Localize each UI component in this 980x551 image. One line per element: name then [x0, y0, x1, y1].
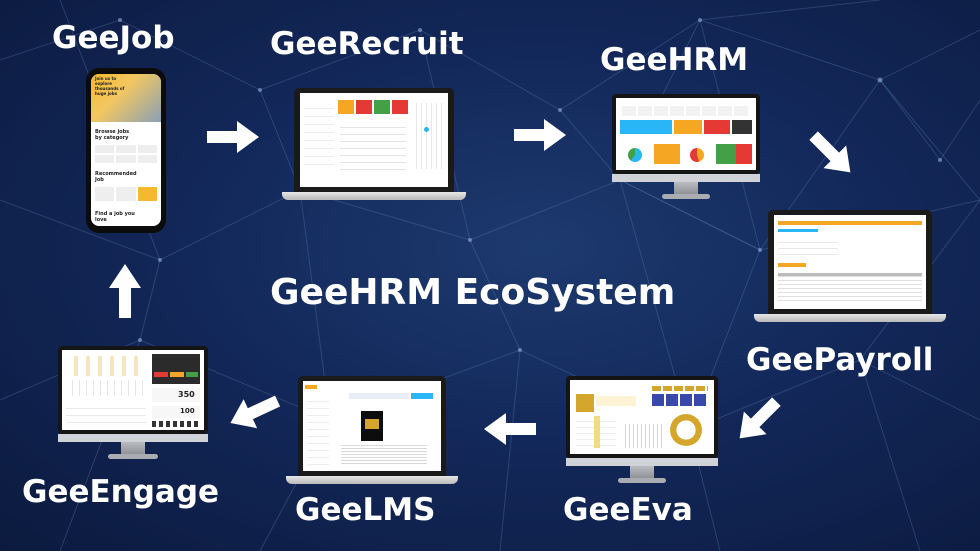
arrow-left-icon: [484, 413, 536, 445]
arrow-down-left-icon: [739, 397, 781, 439]
arrow-down-left-icon: [230, 395, 281, 429]
phone-job-grid: [91, 185, 161, 203]
arrow-up-icon: [109, 264, 141, 318]
geerecruit-screen: [300, 93, 448, 187]
phone-hero-image: Join us to explore thousands of huge job…: [91, 74, 161, 122]
phone-hero-text: Join us to explore thousands of huge job…: [95, 76, 125, 96]
geerecruit-laptop: [282, 88, 466, 206]
geeeva-label: GeeEva: [563, 492, 693, 528]
geepayroll-laptop: [754, 210, 946, 325]
geehrm-label: GeeHRM: [600, 42, 749, 78]
geelms-laptop: [286, 376, 458, 486]
phone-section-browse: Browse jobs by category: [95, 129, 130, 141]
geeengage-label: GeeEngage: [22, 474, 220, 510]
geeeva-screen: [570, 380, 714, 454]
geejob-phone: Join us to explore thousands of huge job…: [86, 68, 166, 233]
engage-stat-350: 350: [178, 390, 195, 399]
geehrm-screen: [616, 98, 756, 170]
geeengage-monitor: 350 100: [58, 346, 208, 464]
engage-stat-100: 100: [180, 407, 195, 415]
phone-category-grid: [91, 143, 161, 165]
geehrm-monitor: [612, 94, 760, 204]
arrow-right-icon: [207, 121, 259, 153]
arrow-right-icon: [514, 119, 566, 151]
geeengage-screen: 350 100: [62, 350, 204, 430]
phone-section-find: Find a job you love: [95, 211, 135, 223]
geelms-screen: [303, 381, 441, 471]
geeeva-monitor: [566, 376, 718, 488]
geepayroll-label: GeePayroll: [746, 342, 934, 378]
ecosystem-title: GeeHRM EcoSystem: [270, 272, 676, 313]
arrow-down-right-icon: [809, 131, 851, 173]
geelms-label: GeeLMS: [295, 492, 436, 528]
geerecruit-label: GeeRecruit: [270, 26, 464, 62]
phone-section-recommended: Recommended Job: [95, 171, 137, 183]
geejob-phone-screen: Join us to explore thousands of huge job…: [91, 74, 161, 226]
geejob-label: GeeJob: [52, 20, 175, 56]
geepayroll-screen: [774, 215, 926, 309]
